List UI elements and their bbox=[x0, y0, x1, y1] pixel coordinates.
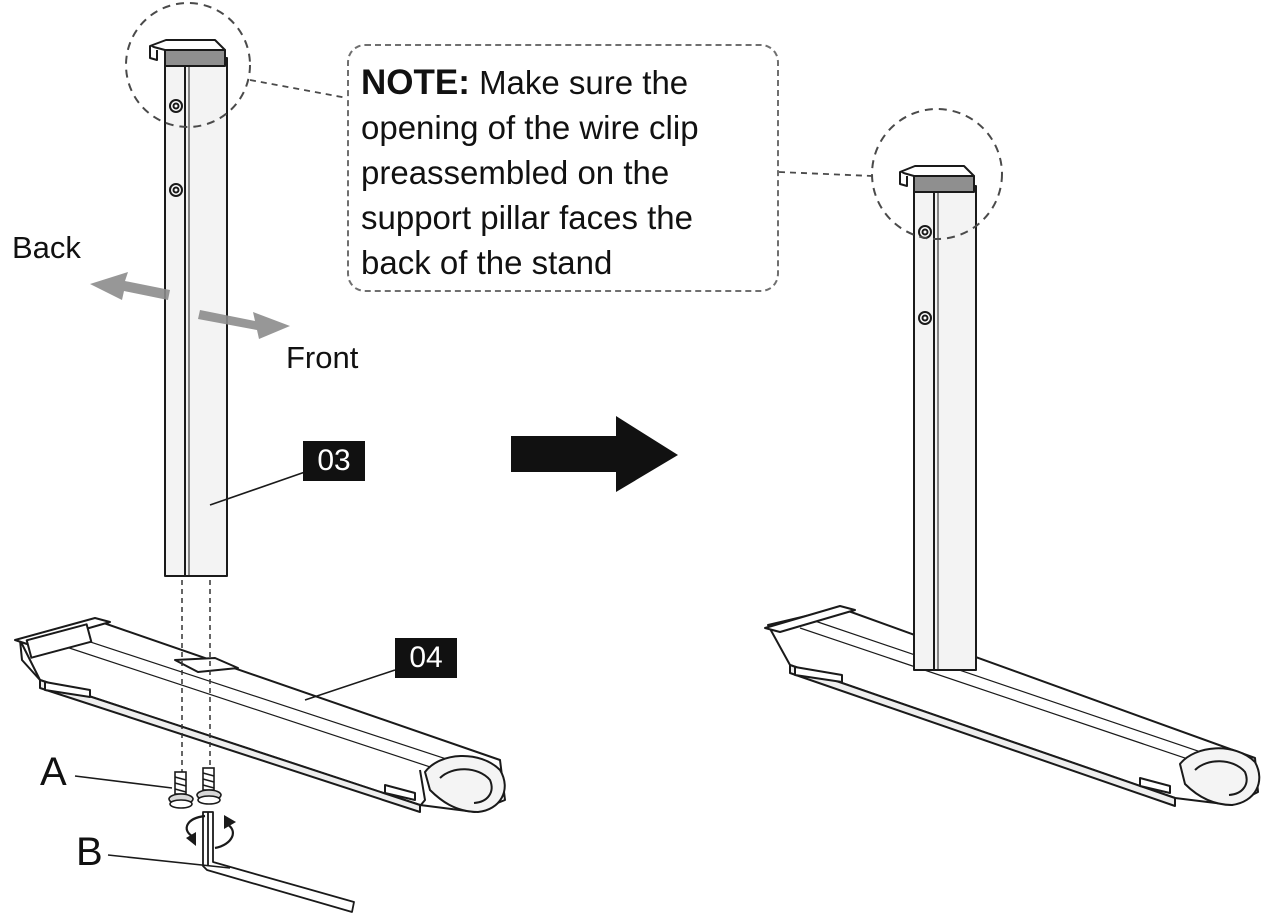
transition-arrow bbox=[511, 416, 678, 492]
support-pillar-left bbox=[149, 39, 228, 577]
hex-key-b bbox=[185, 811, 355, 913]
part-tag-pillar: 03 bbox=[303, 441, 365, 481]
label-leaders bbox=[74, 471, 396, 869]
note-leader-right bbox=[778, 171, 873, 177]
alignment-guides bbox=[181, 580, 211, 780]
assembled-stand-base bbox=[764, 605, 1261, 807]
note-text: NOTE: Make sure the opening of the wire … bbox=[361, 60, 765, 285]
assembled-stand-pillar bbox=[899, 165, 977, 671]
note-line-5: back of the stand bbox=[361, 244, 613, 281]
front-label: Front bbox=[286, 340, 359, 375]
note-line-3: preassembled on the bbox=[361, 154, 670, 191]
wire-clip-highlight-right bbox=[871, 108, 1003, 240]
screws-label: A bbox=[40, 750, 67, 794]
note-line-1: Make sure the bbox=[479, 64, 689, 101]
note-box: NOTE: Make sure the opening of the wire … bbox=[347, 44, 779, 292]
screws-a bbox=[168, 767, 222, 809]
front-arrow bbox=[198, 310, 290, 339]
note-heading: NOTE: bbox=[361, 63, 470, 102]
note-line-2: opening of the wire clip bbox=[361, 109, 699, 146]
part-tag-base: 04 bbox=[395, 638, 457, 678]
base-foot-left bbox=[14, 617, 506, 813]
back-label: Back bbox=[12, 230, 81, 265]
hex-key-label: B bbox=[76, 830, 103, 874]
back-arrow bbox=[90, 272, 170, 300]
wire-clip-highlight-left bbox=[125, 2, 251, 128]
note-line-4: support pillar faces the bbox=[361, 199, 694, 236]
note-leader-left bbox=[249, 79, 348, 99]
